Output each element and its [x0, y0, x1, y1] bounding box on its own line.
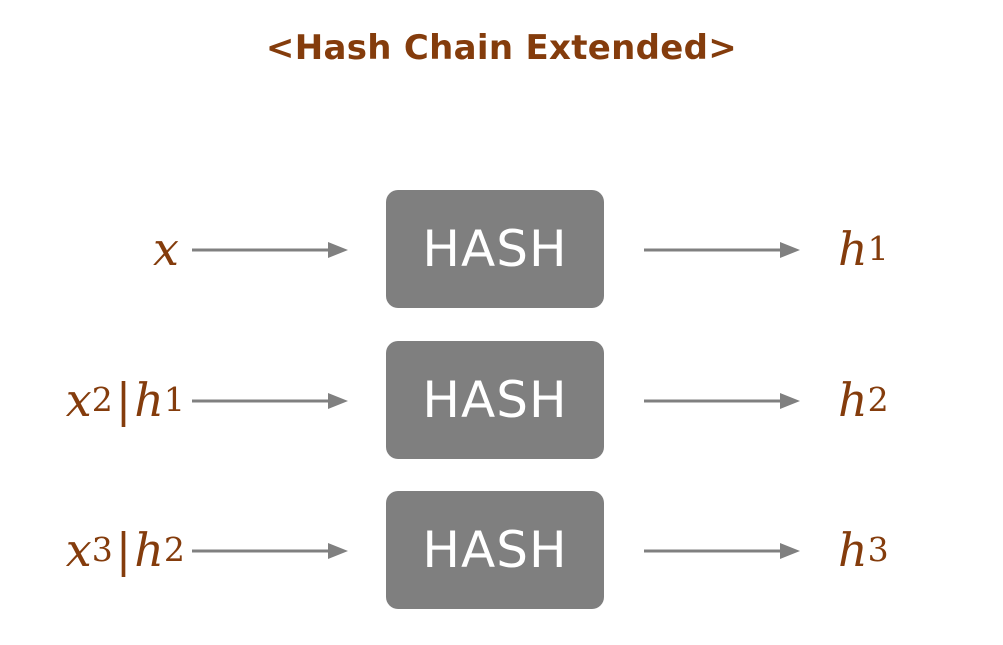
hash-box-2: HASH	[386, 341, 604, 459]
row-1-output-arrow	[644, 242, 800, 258]
row-2-input-arrow	[192, 393, 348, 409]
row-2-input-base: x	[65, 373, 92, 427]
row-3-input-arrow	[192, 543, 348, 559]
row-3-input-base: x	[65, 523, 92, 577]
hash-box-1: HASH	[386, 190, 604, 308]
row-3-input-bar: |	[115, 523, 132, 577]
row-2-input-base2: h	[134, 373, 164, 427]
hash-box-1-label: HASH	[422, 220, 568, 278]
row-3-output-arrow	[644, 543, 800, 559]
row-3-output-base: h	[838, 523, 868, 577]
row-2-input-bar: |	[115, 373, 132, 427]
hash-box-2-label: HASH	[422, 371, 568, 429]
hash-box-3: HASH	[386, 491, 604, 609]
diagram-title: <Hash Chain Extended>	[265, 28, 738, 68]
hash-box-3-label: HASH	[422, 521, 568, 579]
row-3-input-base2: h	[134, 523, 164, 577]
row-1-input: x	[0, 190, 185, 308]
row-2-output-arrow	[644, 393, 800, 409]
row-1-output-base: h	[838, 222, 868, 276]
row-2-output-base: h	[838, 373, 868, 427]
row-1-input-base: x	[153, 222, 179, 276]
row-1-input-arrow	[192, 242, 348, 258]
